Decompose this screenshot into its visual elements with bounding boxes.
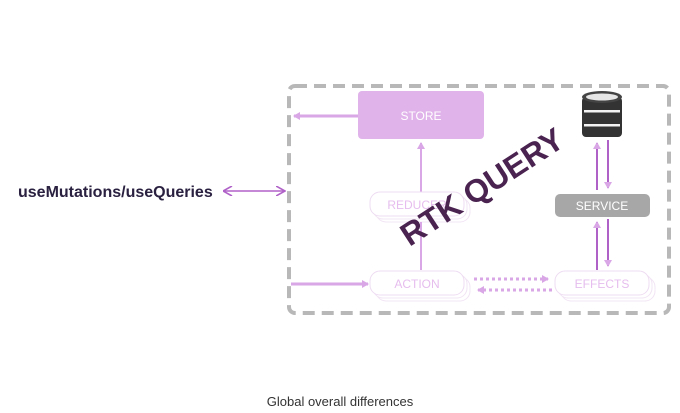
hooks-label: useMutations/useQueries bbox=[18, 184, 213, 201]
service-node: SERVICE bbox=[555, 194, 650, 217]
service-label: SERVICE bbox=[576, 199, 628, 213]
reducer-node: REDUCER bbox=[369, 191, 471, 223]
action-label: ACTION bbox=[394, 277, 439, 291]
effects-node: EFFECTS bbox=[554, 270, 656, 302]
store-label: STORE bbox=[400, 109, 441, 123]
database-icon bbox=[582, 91, 622, 137]
store-node: STORE bbox=[358, 91, 484, 139]
effects-label: EFFECTS bbox=[575, 277, 630, 291]
dashed-boundary bbox=[287, 84, 671, 315]
reducer-label: REDUCER bbox=[387, 198, 447, 212]
action-node: ACTION bbox=[369, 270, 471, 302]
figure-caption: Global overall differences bbox=[266, 394, 414, 409]
